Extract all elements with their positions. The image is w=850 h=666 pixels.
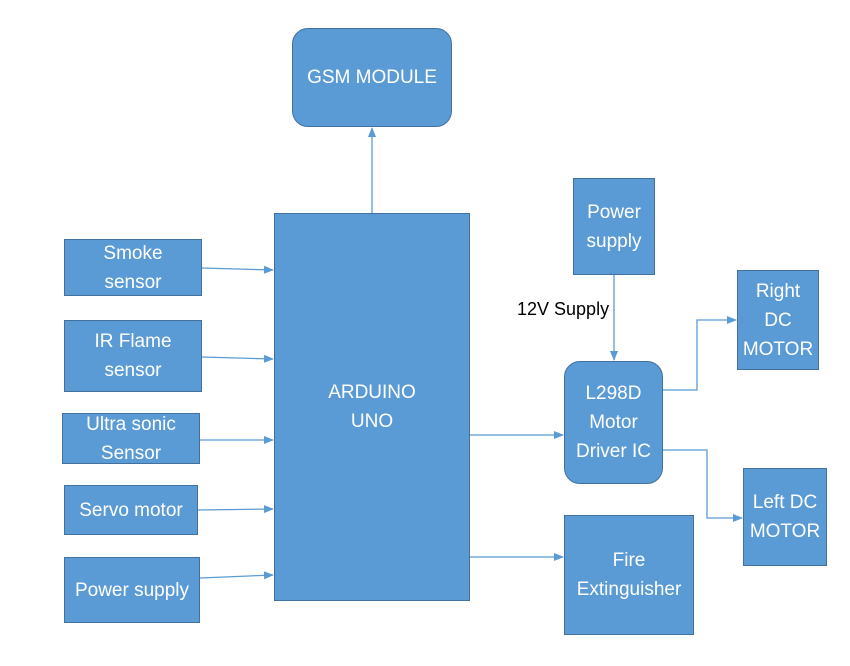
servo-motor-block: Servo motor: [64, 485, 198, 535]
power-supply-top-label-line2: supply: [586, 230, 642, 252]
ultrasonic-sensor-block: Ultra sonic Sensor: [62, 413, 200, 464]
smoke-sensor-label-line2: sensor: [104, 271, 162, 293]
smoke-sensor-block: Smoke sensor: [64, 239, 202, 296]
ir-flame-sensor-block: IR Flame sensor: [64, 320, 202, 392]
left-motor-label-line1: Left DC: [752, 492, 818, 513]
fire-extinguisher-label-line2: Extinguisher: [576, 579, 682, 600]
gsm-module-label: GSM MODULE: [307, 67, 437, 88]
power-supply-left-label: Power supply: [74, 579, 190, 601]
servo-to-arduino-arrow: [197, 505, 274, 514]
gsm-module-block: GSM MODULE: [292, 28, 452, 127]
right-dc-motor-block: Right DC MOTOR: [737, 270, 819, 370]
ultrasonic-sensor-label-line1: Ultra sonic: [86, 413, 176, 435]
right-motor-label-line2: DC: [764, 309, 792, 331]
left-dc-motor-block: Left DC MOTOR: [743, 468, 827, 566]
smoke-sensor-label-line1: Smoke: [103, 242, 163, 264]
right-motor-label-line3: MOTOR: [742, 338, 814, 360]
ir-flame-sensor-label-line1: IR Flame: [94, 331, 172, 352]
left-motor-label-line2: MOTOR: [749, 521, 821, 542]
supply-12v-label: 12V Supply: [517, 299, 610, 319]
motor-driver-label-line1: L298D: [585, 383, 642, 404]
arduino-uno-block: ARDUINO UNO: [274, 213, 470, 601]
ir-flame-to-arduino-arrow: [201, 354, 274, 363]
ir-flame-sensor-label-line2: sensor: [104, 360, 162, 381]
smoke-to-arduino-arrow: [201, 265, 274, 274]
arduino-label-line1: ARDUINO: [328, 382, 416, 403]
ultrasonic-sensor-label-line2: Sensor: [100, 442, 162, 464]
driver-to-right-motor-arrow: [663, 316, 737, 391]
right-motor-label-line1: Right: [755, 280, 801, 302]
power-supply-to-arduino-arrow: [199, 571, 274, 580]
servo-motor-label: Servo motor: [79, 499, 183, 521]
power-supply-left-block: Power supply: [64, 557, 200, 623]
arduino-label-line2: UNO: [350, 411, 394, 432]
motor-driver-label-line2: Motor: [589, 412, 638, 433]
fire-extinguisher-label-line1: Fire: [612, 550, 646, 571]
motor-driver-block: L298D Motor Driver IC: [564, 361, 663, 484]
fire-extinguisher-block: Fire Extinguisher: [564, 515, 694, 635]
driver-to-left-motor-arrow: [663, 449, 743, 522]
motor-driver-label-line3: Driver IC: [576, 441, 651, 462]
power-supply-top-block: Power supply: [573, 178, 655, 275]
power-supply-top-label-line1: Power: [587, 201, 641, 223]
